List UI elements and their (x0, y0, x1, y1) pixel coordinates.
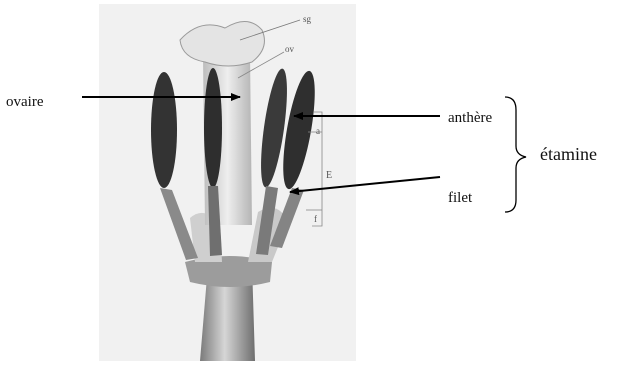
label-anther: anthère (448, 110, 492, 127)
photo-mark-filament: f (314, 214, 317, 224)
flower-photo (99, 4, 356, 361)
label-stamen: étamine (540, 144, 597, 165)
label-ovary: ovaire (6, 94, 43, 111)
photo-mark-anther: a (316, 126, 320, 136)
photo-mark-stigma: sg (303, 14, 312, 24)
anther-2 (204, 68, 222, 188)
photo-mark-ovary: ov (285, 44, 295, 54)
photo-mark-stamen: E (326, 170, 332, 181)
label-filament: filet (448, 190, 472, 207)
anther-1 (151, 72, 177, 188)
stamen-brace (505, 97, 526, 212)
